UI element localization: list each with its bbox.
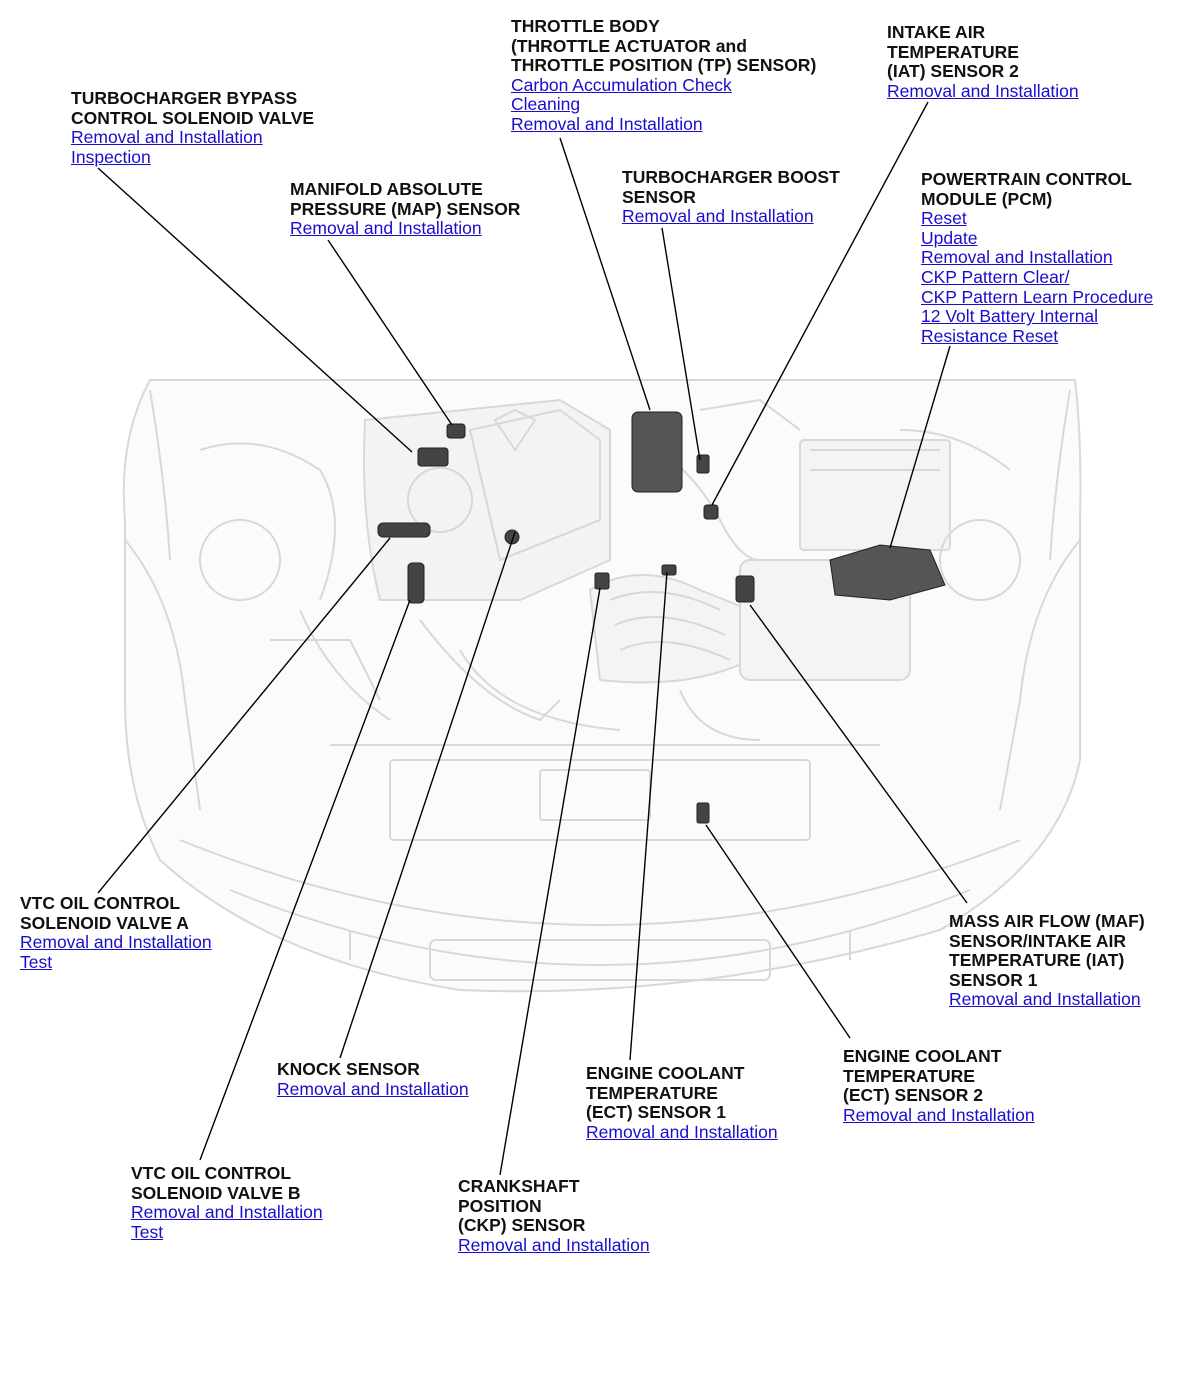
removal-and-installation-link[interactable]: Removal and Installation — [131, 1202, 323, 1223]
carbon-accumulation-check-link[interactable]: Carbon Accumulation Check — [511, 74, 732, 95]
removal-and-installation-link[interactable]: Removal and Installation — [71, 127, 263, 148]
update-link[interactable]: Update — [921, 227, 978, 248]
component-title: CRANKSHAFT POSITION (CKP) SENSOR — [458, 1176, 586, 1236]
removal-and-installation-link[interactable]: Removal and Installation — [921, 247, 1113, 268]
callout-ckp-sensor: CRANKSHAFT POSITION (CKP) SENSOR Removal… — [458, 1176, 650, 1255]
callout-vtc-valve-a: VTC OIL CONTROL SOLENOID VALVE A Removal… — [20, 893, 212, 972]
callout-iat-sensor-2: INTAKE AIR TEMPERATURE (IAT) SENSOR 2 Re… — [887, 22, 1079, 101]
component-markers — [377, 411, 946, 824]
component-title: VTC OIL CONTROL SOLENOID VALVE B — [131, 1163, 301, 1203]
component-title: POWERTRAIN CONTROL MODULE (PCM) — [921, 169, 1132, 209]
component-title: TURBOCHARGER BYPASS CONTROL SOLENOID VAL… — [71, 88, 315, 128]
removal-and-installation-link[interactable]: Removal and Installation — [887, 80, 1079, 101]
callout-pcm: POWERTRAIN CONTROL MODULE (PCM) Reset Up… — [921, 169, 1154, 346]
callout-vtc-valve-b: VTC OIL CONTROL SOLENOID VALVE B Removal… — [131, 1163, 323, 1242]
component-title: THROTTLE BODY (THROTTLE ACTUATOR and THR… — [511, 16, 817, 76]
removal-and-installation-link[interactable]: Removal and Installation — [20, 932, 212, 953]
engine-bay-drawing — [122, 379, 1082, 993]
removal-and-installation-link[interactable]: Removal and Installation — [458, 1234, 650, 1255]
callout-turbocharger-boost-sensor: TURBOCHARGER BOOST SENSOR Removal and In… — [622, 167, 840, 227]
callout-ect-sensor-2: ENGINE COOLANT TEMPERATURE (ECT) SENSOR … — [843, 1046, 1035, 1125]
callout-knock-sensor: KNOCK SENSOR Removal and Installation — [277, 1059, 469, 1099]
reset-link[interactable]: Reset — [921, 208, 967, 229]
callout-maf-sensor: MASS AIR FLOW (MAF) SENSOR/INTAKE AIR TE… — [949, 911, 1145, 1010]
inspection-link[interactable]: Inspection — [71, 146, 151, 167]
component-title: TURBOCHARGER BOOST SENSOR — [622, 167, 840, 207]
callout-turbocharger-bypass-valve: TURBOCHARGER BYPASS CONTROL SOLENOID VAL… — [71, 88, 315, 167]
test-link[interactable]: Test — [20, 951, 53, 972]
test-link[interactable]: Test — [131, 1221, 164, 1242]
callout-map-sensor: MANIFOLD ABSOLUTE PRESSURE (MAP) SENSOR … — [290, 179, 521, 239]
removal-and-installation-link[interactable]: Removal and Installation — [586, 1121, 778, 1142]
component-title: ENGINE COOLANT TEMPERATURE (ECT) SENSOR … — [586, 1063, 745, 1123]
component-title: INTAKE AIR TEMPERATURE (IAT) SENSOR 2 — [887, 22, 1019, 82]
battery-resistance-reset-link[interactable]: 12 Volt Battery Internal — [921, 306, 1099, 327]
removal-and-installation-link[interactable]: Removal and Installation — [511, 113, 703, 134]
callout-ect-sensor-1: ENGINE COOLANT TEMPERATURE (ECT) SENSOR … — [586, 1063, 778, 1142]
cleaning-link[interactable]: Cleaning — [511, 94, 581, 115]
removal-and-installation-link[interactable]: Removal and Installation — [290, 218, 482, 239]
ckp-pattern-clear-link[interactable]: CKP Pattern Clear/ — [921, 266, 1070, 287]
battery-resistance-reset-link-cont[interactable]: Resistance Reset — [921, 325, 1059, 346]
component-title: MASS AIR FLOW (MAF) SENSOR/INTAKE AIR TE… — [949, 911, 1145, 990]
removal-and-installation-link[interactable]: Removal and Installation — [622, 206, 814, 227]
component-title: ENGINE COOLANT TEMPERATURE (ECT) SENSOR … — [843, 1046, 1002, 1106]
component-title: MANIFOLD ABSOLUTE PRESSURE (MAP) SENSOR — [290, 179, 521, 219]
component-title: KNOCK SENSOR — [277, 1059, 420, 1079]
removal-and-installation-link[interactable]: Removal and Installation — [949, 989, 1141, 1010]
callout-throttle-body: THROTTLE BODY (THROTTLE ACTUATOR and THR… — [511, 16, 817, 135]
removal-and-installation-link[interactable]: Removal and Installation — [843, 1104, 1035, 1125]
removal-and-installation-link[interactable]: Removal and Installation — [277, 1078, 469, 1099]
ckp-pattern-learn-link[interactable]: CKP Pattern Learn Procedure — [921, 286, 1154, 307]
component-title: VTC OIL CONTROL SOLENOID VALVE A — [20, 893, 189, 933]
leader-lines — [97, 101, 968, 1176]
